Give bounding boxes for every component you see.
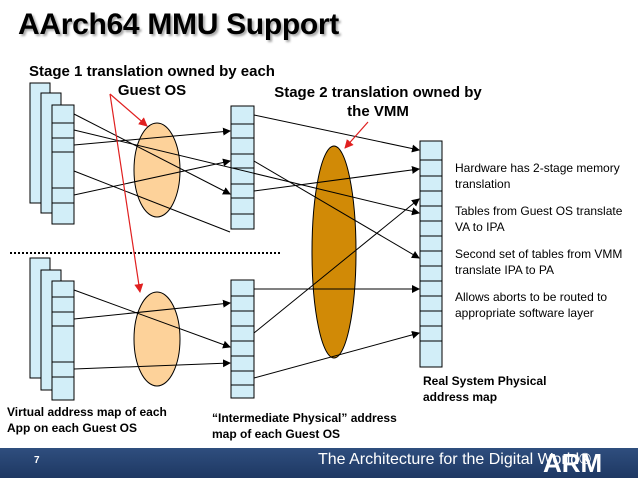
stage1-pointer-arrows xyxy=(109,93,148,293)
caption-real-physical: Real System Physical address map xyxy=(423,374,547,404)
virtual-map-stack-bottom xyxy=(29,257,75,401)
physical-map xyxy=(419,140,443,368)
stage2-oval xyxy=(311,145,357,359)
arm-logo: ARM xyxy=(543,448,603,478)
bullet-item: Hardware has 2-stage memory translation xyxy=(455,161,620,191)
footer-bar: 7 The Architecture for the Digital World… xyxy=(0,448,638,478)
bullet-list: Hardware has 2-stage memory translation … xyxy=(455,160,635,332)
caption-ipa-map: “Intermediate Physical” address map of e… xyxy=(212,411,397,441)
page-number: 7 xyxy=(34,455,40,466)
bullet-item: Allows aborts to be routed to appropriat… xyxy=(455,290,608,320)
stage2-arrows-bottom xyxy=(253,198,420,379)
virtual-map-stack-top xyxy=(29,82,75,225)
stage1-oval-top xyxy=(133,122,181,218)
stage1-arrows-bottom xyxy=(73,289,231,370)
direct-arrows xyxy=(73,129,420,233)
stage2-arrows-top xyxy=(253,114,420,259)
ipa-map-bottom xyxy=(230,279,255,399)
mmu-diagram xyxy=(10,82,443,401)
stage2-pointer-arrow xyxy=(344,121,369,149)
stage1-label: Stage 1 translation owned by each Guest … xyxy=(29,63,275,99)
bullet-item: Tables from Guest OS translate VA to IPA xyxy=(455,204,623,234)
stage2-label: Stage 2 translation owned by the VMM xyxy=(274,84,482,120)
slide-title: AArch64 MMU Support xyxy=(18,8,339,41)
caption-virtual-map: Virtual address map of each App on each … xyxy=(7,405,167,435)
footer-tagline: The Architecture for the Digital World® xyxy=(318,451,591,468)
stage1-oval-bottom xyxy=(133,291,181,387)
bullet-item: Second set of tables from VMM translate … xyxy=(455,247,623,277)
ipa-map-top xyxy=(230,105,255,230)
stage1-arrows-top xyxy=(73,113,231,196)
